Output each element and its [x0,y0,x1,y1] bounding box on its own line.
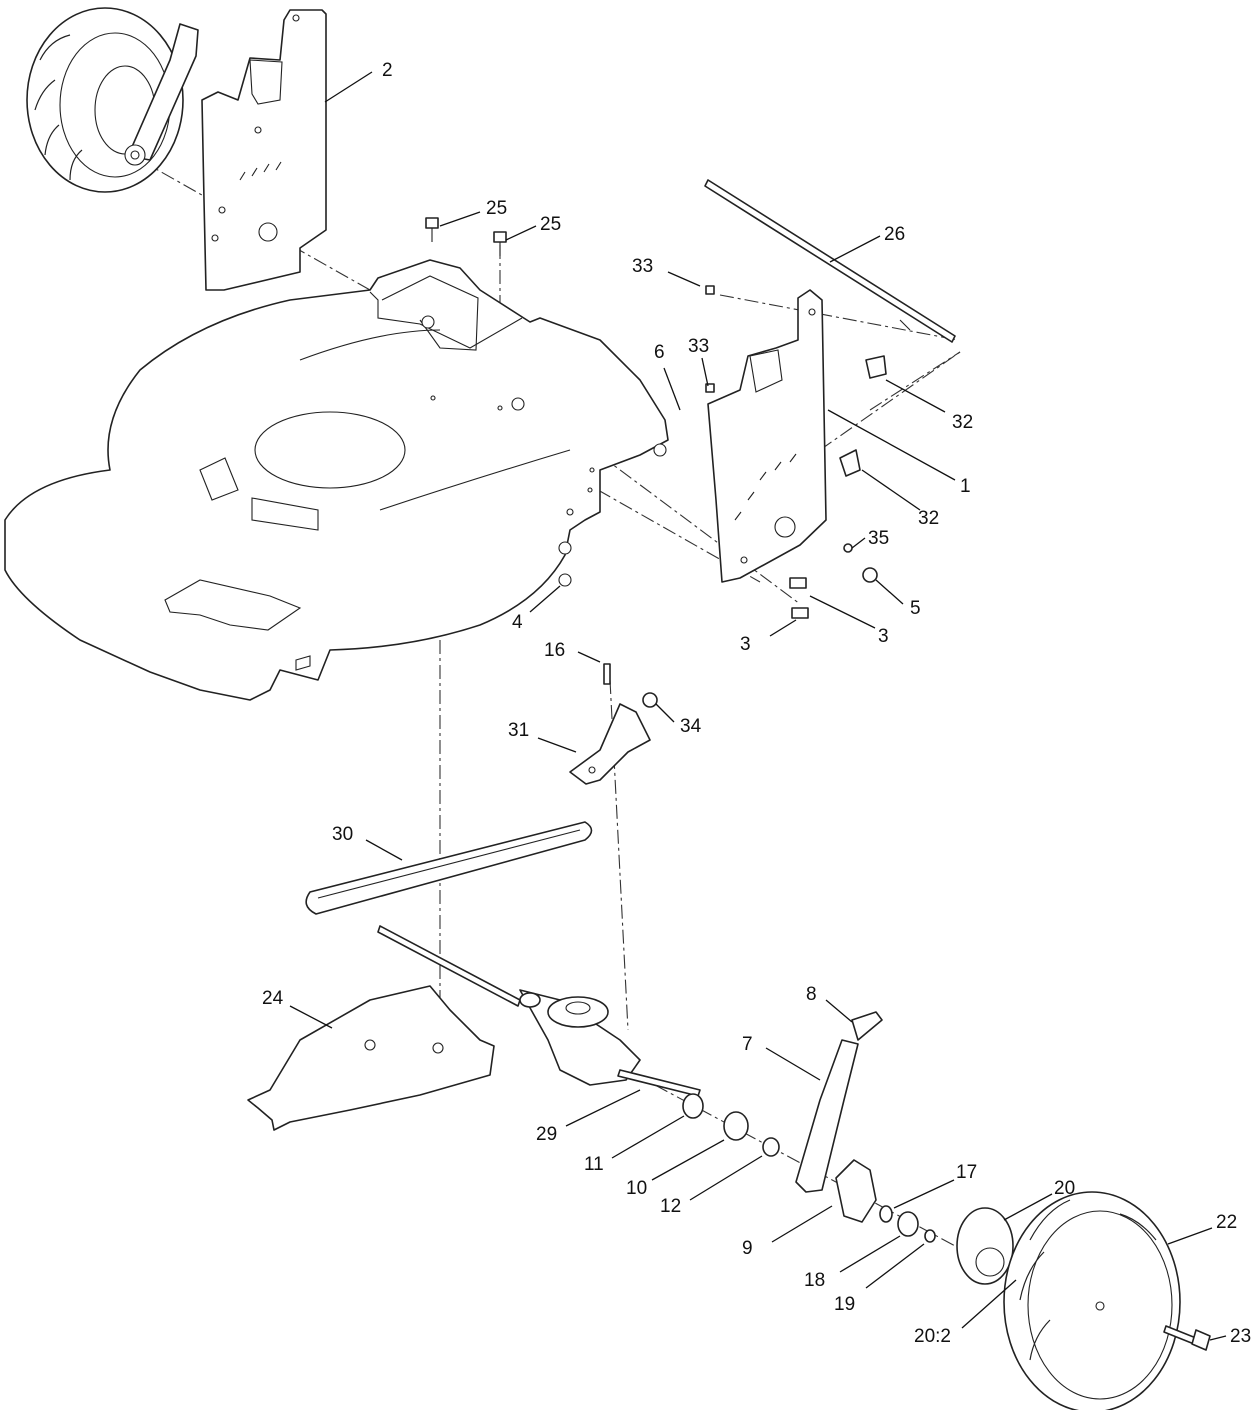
callout-18: 18 [804,1270,825,1291]
callout-12: 12 [660,1196,681,1217]
callout-30: 30 [332,824,353,845]
callout-2: 2 [382,60,393,81]
gear-part-18 [897,1211,919,1237]
lever-part-7 [795,1039,859,1193]
callout-10: 10 [626,1178,647,1199]
bushing-part-10 [723,1111,749,1141]
callout-29: 29 [536,1124,557,1145]
callout-22: 22 [1216,1212,1237,1233]
handle-rod-part-26 [704,179,956,343]
clip-part-19 [924,1229,936,1243]
callout-3: 3 [878,626,889,647]
callout-25: 25 [486,198,507,219]
grip-part-8 [851,1011,883,1041]
callout-3: 3 [740,634,751,655]
left-height-bracket-part-2 [201,9,327,291]
callout-25: 25 [540,214,561,235]
callout-35: 35 [868,528,889,549]
callout-1: 1 [960,476,971,497]
callout-9: 9 [742,1238,753,1259]
callout-20-2: 20:2 [914,1326,951,1347]
cable-bracket-part-31 [569,663,658,785]
callout-31: 31 [508,720,529,741]
right-wheel-part-22 [1003,1191,1181,1410]
callout-11: 11 [584,1154,604,1175]
callout-26: 26 [884,224,905,245]
callout-leaders [289,71,1227,1341]
callout-8: 8 [806,984,817,1005]
left-wheel [26,7,199,193]
plate-part-9 [835,1159,877,1223]
clip-part-32-upper [865,355,887,379]
callout-32: 32 [918,508,939,529]
transmission-part-29 [377,925,701,1097]
right-height-bracket-part-1 [707,289,827,583]
bolts-part-25 [425,217,507,256]
callout-23: 23 [1230,1326,1251,1347]
drive-belt-part-30 [305,821,593,915]
callout-32: 32 [952,412,973,433]
callout-5: 5 [910,598,921,619]
callout-labels: 2 25 25 26 33 33 6 32 1 32 35 5 3 3 4 16… [262,60,1251,1347]
callout-17: 17 [956,1162,977,1183]
callout-16: 16 [544,640,565,661]
callout-33: 33 [632,256,653,277]
callout-34: 34 [680,716,702,737]
mower-deck [4,259,669,701]
axle-bolt-part-23 [1163,1325,1211,1351]
callout-20: 20 [1054,1178,1075,1199]
callout-33: 33 [688,336,709,357]
callout-7: 7 [742,1034,753,1055]
bearing-part-11 [682,1093,704,1119]
belt-guard-part-24 [247,985,495,1131]
callout-19: 19 [834,1294,855,1315]
spacer-part-12 [762,1137,780,1157]
clip-part-32-lower [839,449,861,477]
washer-part-17 [879,1205,893,1223]
callout-24: 24 [262,988,284,1009]
callout-4: 4 [512,612,523,633]
callout-6: 6 [654,342,665,363]
bolts-part-3-5-35 [789,543,878,619]
